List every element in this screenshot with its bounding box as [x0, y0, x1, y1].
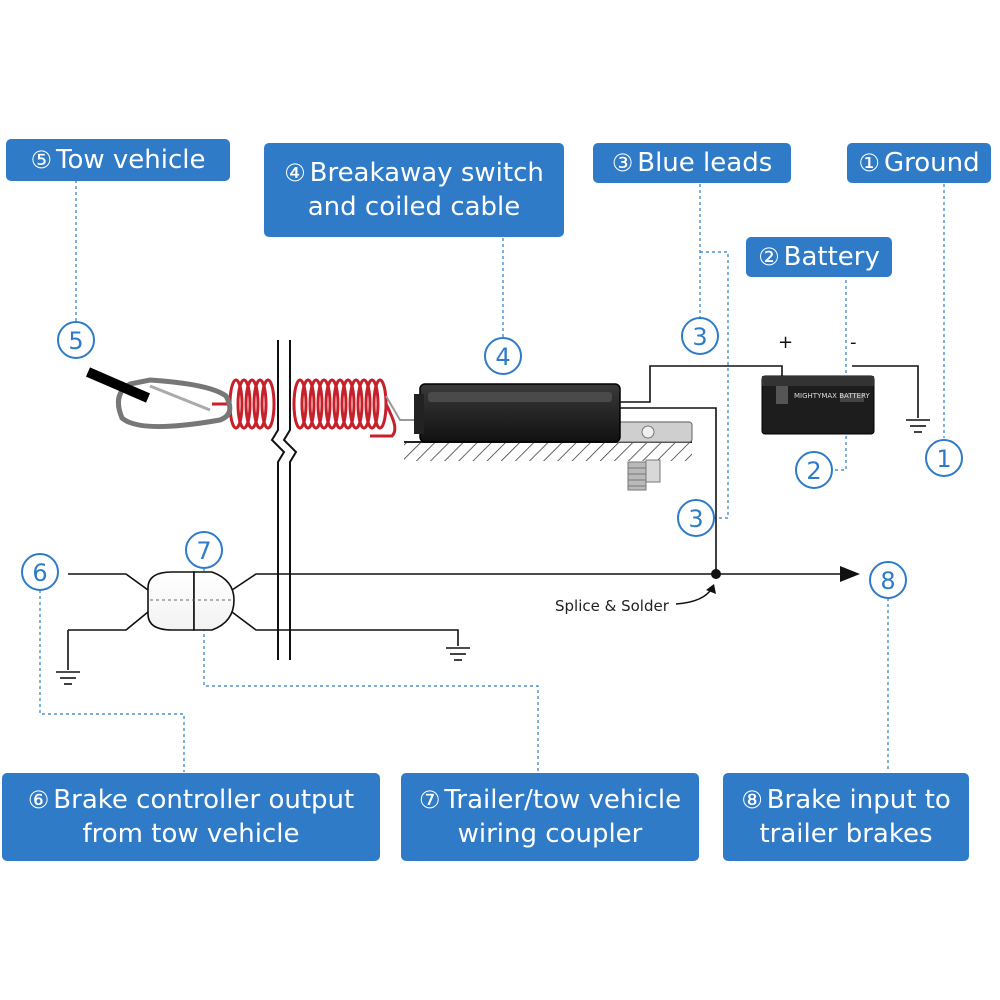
marker-4: 4	[484, 337, 522, 375]
battery-plus: +	[778, 332, 793, 353]
splice-pointer	[675, 587, 713, 605]
label-battery-text: Battery	[783, 242, 880, 272]
label-ground-text: Ground	[883, 148, 980, 178]
svg-text:3: 3	[688, 505, 703, 533]
label-blue-leads-symbol: ③	[611, 149, 634, 177]
svg-text:8: 8	[880, 567, 895, 595]
label-blue-leads-text: Blue leads	[637, 148, 773, 178]
svg-text:3: 3	[692, 323, 707, 351]
leader-6	[39, 590, 185, 772]
coiled-cable	[212, 378, 414, 438]
leader-7	[203, 568, 539, 772]
battery-brand: MIGHTYMAX BATTERY	[794, 392, 871, 400]
label-breakaway-line1: Breakaway switch	[309, 158, 544, 188]
svg-text:7: 7	[196, 537, 211, 565]
label-breakaway-line2: and coiled cable	[307, 192, 521, 222]
label-battery-symbol: ②	[758, 243, 780, 271]
label-brake-controller-symbol: ⑥	[27, 786, 50, 814]
numbered-markers: 5 4 3 3 2 1 6 7	[21, 317, 963, 599]
ground-symbol-vehicle	[56, 671, 80, 685]
label-brake-input-symbol: ⑧	[741, 786, 763, 814]
ground-symbols	[56, 419, 930, 685]
marker-6: 6	[21, 553, 59, 591]
mounting-bolt	[611, 421, 693, 491]
label-tow-vehicle-symbol: ⑤	[30, 146, 52, 174]
svg-text:1: 1	[936, 445, 951, 473]
marker-7: 7	[185, 531, 223, 569]
label-brake-controller-line1: Brake controller output	[53, 785, 355, 815]
marker-1: 1	[925, 439, 963, 477]
leader-lines	[39, 180, 945, 772]
label-ground-symbol: ①	[858, 149, 880, 177]
carabiner	[115, 377, 233, 430]
leader-3-lower	[700, 251, 729, 519]
breakaway-switch-box	[414, 383, 621, 443]
label-brake-input-line1: Brake input to	[766, 785, 951, 815]
label-coupler-line2: wiring coupler	[457, 819, 643, 849]
svg-text:4: 4	[495, 343, 510, 371]
label-coupler-symbol: ⑦	[418, 786, 441, 814]
leader-2	[832, 280, 847, 471]
marker-2: 2	[795, 451, 833, 489]
label-breakaway-symbol: ④	[284, 159, 306, 187]
label-coupler-line1: Trailer/tow vehicle	[444, 785, 682, 815]
tow-vehicle-bar	[86, 367, 150, 403]
output-arrowhead	[840, 566, 860, 582]
svg-text:2: 2	[806, 457, 821, 485]
label-brake-controller-line2: from tow vehicle	[82, 819, 300, 849]
splice-solder-label: Splice & Solder	[555, 597, 669, 615]
marker-3-top: 3	[681, 317, 719, 355]
ground-symbol-battery	[906, 419, 930, 433]
marker-3-bottom: 3	[677, 499, 715, 537]
splice-point	[711, 569, 721, 579]
wiring-coupler	[147, 571, 235, 631]
marker-5: 5	[57, 321, 95, 359]
battery-minus: -	[850, 332, 857, 353]
vehicle-separation-lines	[270, 340, 298, 660]
label-brake-input-line2: trailer brakes	[759, 819, 933, 849]
svg-text:6: 6	[32, 559, 47, 587]
ground-symbol-trailer	[446, 647, 470, 661]
wiring	[67, 365, 919, 670]
marker-8: 8	[869, 561, 907, 599]
label-tow-vehicle-text: Tow vehicle	[56, 145, 206, 175]
mounting-surface	[404, 441, 692, 461]
svg-text:5: 5	[68, 327, 83, 355]
battery: MIGHTYMAX BATTERY + -	[761, 332, 875, 435]
